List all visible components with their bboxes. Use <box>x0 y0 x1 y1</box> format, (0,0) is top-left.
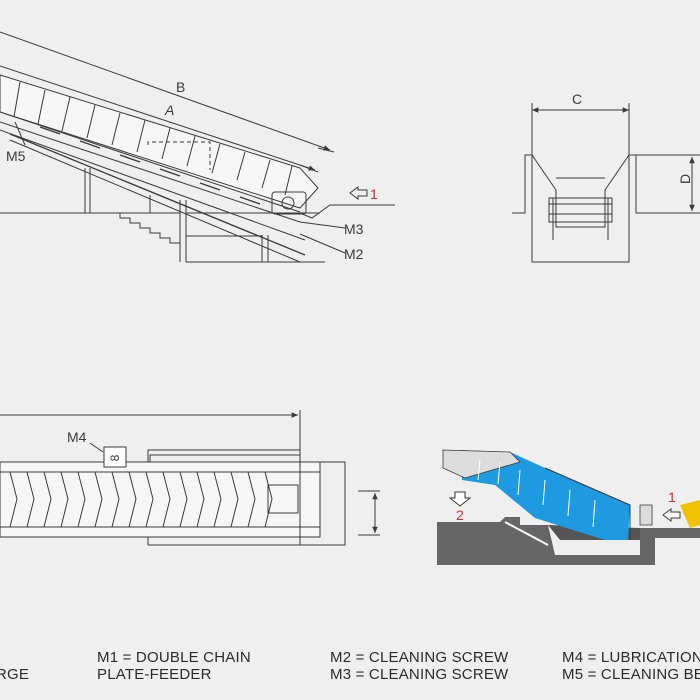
dimension-c-label: C <box>572 91 582 107</box>
legend-col-1: M1 = DOUBLE CHAIN PLATE-FEEDER <box>97 649 251 683</box>
thumbnail-feed-arrow-icon <box>662 508 681 522</box>
lubrication-tag-number: 8 <box>108 454 122 461</box>
legend-col-0-line1 <box>0 649 29 666</box>
legend-col-0: RGE <box>0 649 29 683</box>
label-m3: M3 <box>344 221 364 237</box>
dimension-b-line <box>0 31 331 151</box>
label-m5: M5 <box>6 148 26 164</box>
top-view-chevrons <box>9 471 273 528</box>
legend-m4: M4 = LUBRICATION <box>562 649 700 666</box>
blue-conveyor <box>460 450 630 540</box>
lubrication-tag <box>103 446 127 468</box>
label-m2: M2 <box>344 246 364 262</box>
dimension-a-label: A <box>164 102 174 118</box>
legend-m1-line2: PLATE-FEEDER <box>97 666 212 683</box>
yellow-feed-block <box>680 500 700 528</box>
dimension-b-label: B <box>176 79 185 95</box>
conveyor-ribs <box>13 81 293 196</box>
side-view <box>0 31 395 263</box>
colored-thumbnail <box>437 449 700 565</box>
discharge-arrow-icon <box>448 491 472 507</box>
label-m4: M4 <box>67 429 87 445</box>
dimension-a-line <box>0 65 316 171</box>
top-view <box>0 410 380 546</box>
legend-m3: M3 = CLEANING SCREW <box>330 666 509 683</box>
legend-col-2: M2 = CLEANING SCREW M3 = CLEANING SCREW <box>330 649 508 683</box>
legend-col-3: M4 = LUBRICATION M5 = CLEANING BE <box>562 649 700 683</box>
legend-m5: M5 = CLEANING BE <box>562 666 700 683</box>
legend-m2: M2 = CLEANING SCREW <box>330 649 509 666</box>
feed-arrow-label: 1 <box>370 186 378 202</box>
thumbnail-label-2: 2 <box>456 507 464 523</box>
end-view <box>512 103 700 263</box>
legend-col-0-line2: RGE <box>0 666 30 683</box>
thumbnail-label-1: 1 <box>668 489 676 505</box>
legend-m1-line1: M1 = DOUBLE CHAIN <box>97 649 251 666</box>
dimension-d-label: D <box>677 174 693 184</box>
feed-arrow-icon <box>349 186 368 200</box>
